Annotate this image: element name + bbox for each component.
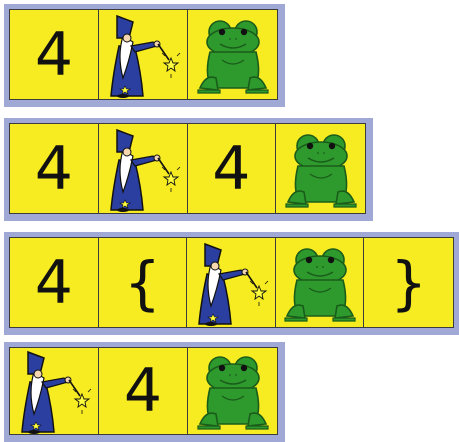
tile-wizard [99,124,188,213]
tile-wizard [99,10,188,99]
number-four: 4 [212,139,250,199]
tile-wizard [10,348,99,434]
tile-number: 4 [10,124,99,213]
strip-1: 4 [4,4,285,107]
tile-frog [188,348,277,434]
wizard-icon [191,240,271,326]
tile-wizard [187,238,276,327]
tile-number: 4 [10,238,99,327]
close-brace: } [390,254,427,312]
wizard-icon [103,12,183,98]
strip-2: 4 4 [4,118,373,221]
tile-close-brace: } [364,238,453,327]
number-four: 4 [35,253,73,313]
strip-1-tiles: 4 [9,9,278,100]
frog-icon [196,352,270,430]
strip-2-tiles: 4 4 [9,123,366,214]
tile-frog [188,10,277,99]
frog-icon [196,16,270,94]
wizard-icon [103,126,183,212]
strip-4: 4 [4,342,285,442]
wizard-icon [14,348,94,434]
tile-number: 4 [99,348,188,434]
strip-4-tiles: 4 [9,347,278,435]
tile-number: 4 [188,124,277,213]
tile-frog [276,124,365,213]
frog-icon [284,130,358,208]
tile-open-brace: { [99,238,188,327]
open-brace: { [124,254,161,312]
number-four: 4 [124,361,162,421]
number-four: 4 [35,25,73,85]
number-four: 4 [35,139,73,199]
tile-number: 4 [10,10,99,99]
strip-3-tiles: 4 { } [9,237,454,328]
tile-frog [276,238,365,327]
frog-icon [283,244,357,322]
strip-3: 4 { } [4,232,459,335]
